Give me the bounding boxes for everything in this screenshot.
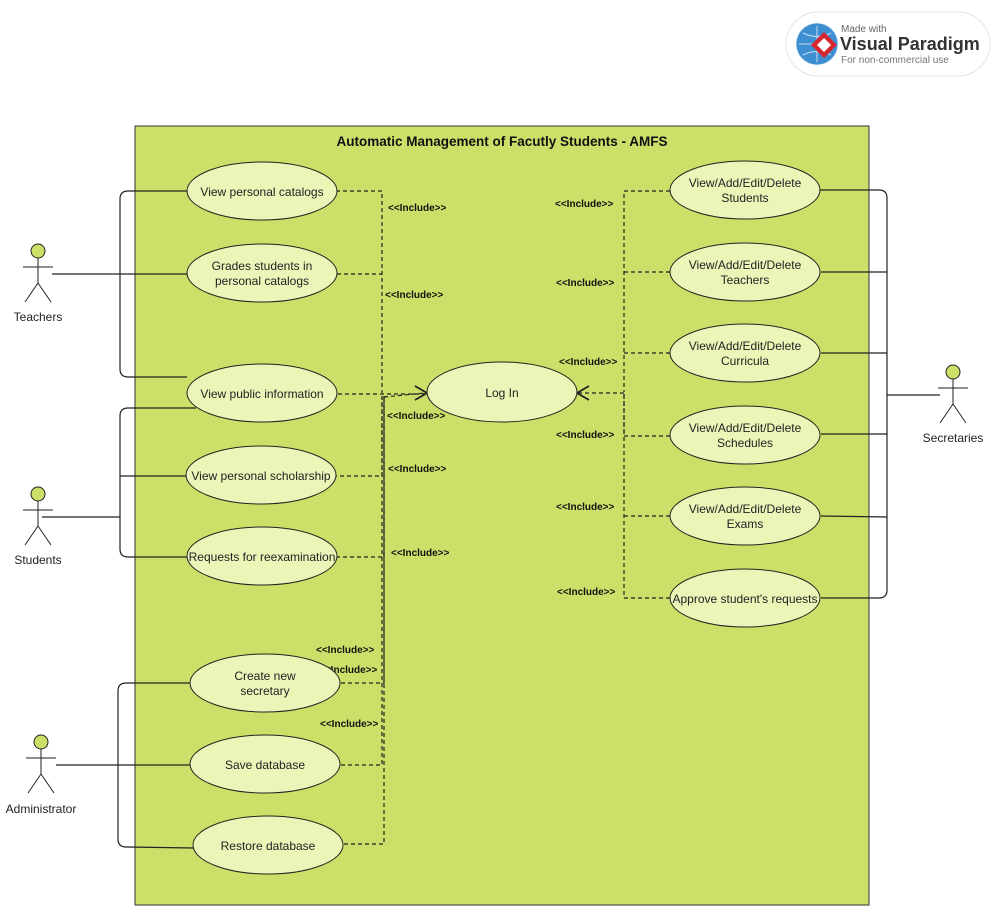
actor-label: Students: [14, 553, 61, 567]
actor-label: Teachers: [14, 310, 63, 324]
include-label: <<Include>>: [556, 502, 615, 513]
usecase-crud-schedules[interactable]: View/Add/Edit/Delete Schedules: [669, 405, 821, 465]
usecase-crud-teachers[interactable]: View/Add/Edit/Delete Teachers: [669, 242, 821, 302]
usecase-label: View/Add/Edit/Delete: [689, 502, 802, 516]
usecase-approve-requests[interactable]: Approve student's requests: [669, 568, 821, 628]
actor-head-icon: [945, 364, 961, 380]
watermark-brand: Visual Paradigm: [840, 34, 980, 54]
include-label: <<Include>>: [316, 645, 375, 656]
usecase-label: Requests for reexamination: [189, 550, 336, 564]
include-label: <<Include>>: [391, 548, 450, 559]
usecase-label: secretary: [240, 684, 289, 698]
usecase-label: Restore database: [221, 839, 316, 853]
usecase-requests-reexamination[interactable]: Requests for reexamination: [186, 526, 338, 586]
usecase-log-in[interactable]: Log In: [426, 361, 578, 423]
include-relations: [333, 190, 670, 845]
usecase-save-database[interactable]: Save database: [189, 734, 341, 794]
watermark-made-with: Made with: [841, 24, 887, 35]
actor-head-icon: [33, 734, 49, 750]
usecase-label: Students: [721, 191, 768, 205]
actor-label: Administrator: [6, 802, 77, 816]
actor-head-icon: [30, 486, 46, 502]
usecase-view-personal-catalogs[interactable]: View personal catalogs: [186, 161, 338, 221]
include-label: <<Include>>: [556, 278, 615, 289]
associations: [42, 189, 940, 849]
usecase-label: Grades students in: [212, 259, 313, 273]
include-label: <<Include>>: [385, 290, 444, 301]
usecase-crud-curricula[interactable]: View/Add/Edit/Delete Curricula: [669, 323, 821, 383]
include-label: <<Include>>: [388, 203, 447, 214]
usecase-label: View/Add/Edit/Delete: [689, 339, 802, 353]
include-label: <<Include>>: [320, 719, 379, 730]
usecase-label: Curricula: [721, 354, 769, 368]
usecase-label: View public information: [200, 387, 323, 401]
usecase-label: View personal scholarship: [191, 469, 331, 483]
usecase-crud-exams[interactable]: View/Add/Edit/Delete Exams: [669, 486, 821, 546]
usecase-restore-database[interactable]: Restore database: [192, 815, 344, 875]
include-label: <<Include>>: [556, 430, 615, 441]
usecase-label: View/Add/Edit/Delete: [689, 421, 802, 435]
include-label: <<Include>>: [559, 357, 618, 368]
include-label: <<Include>>: [319, 665, 378, 676]
usecase-label: Create new: [234, 669, 296, 683]
actor-head-icon: [30, 243, 46, 259]
usecase-label: Exams: [727, 517, 764, 531]
usecase-view-public-information[interactable]: View public information: [186, 363, 338, 423]
visual-paradigm-logo-icon: [795, 22, 839, 66]
include-label: <<Include>>: [388, 464, 447, 475]
usecase-label: View/Add/Edit/Delete: [689, 258, 802, 272]
actor-students[interactable]: Students: [14, 486, 62, 567]
actor-administrator[interactable]: Administrator: [6, 734, 77, 816]
include-label: <<Include>>: [555, 199, 614, 210]
actor-secretaries[interactable]: Secretaries: [923, 364, 984, 445]
usecase-label: View personal catalogs: [200, 185, 323, 199]
usecase-label: Log In: [485, 386, 518, 400]
visual-paradigm-watermark: Made with Visual Paradigm For non-commer…: [785, 11, 991, 77]
usecase-grades-students[interactable]: Grades students in personal catalogs: [186, 243, 338, 303]
actor-label: Secretaries: [923, 431, 984, 445]
usecase-label: personal catalogs: [215, 274, 309, 288]
usecase-view-personal-scholarship[interactable]: View personal scholarship: [185, 445, 337, 505]
usecase-crud-students[interactable]: View/Add/Edit/Delete Students: [669, 160, 821, 220]
watermark-note: For non-commercial use: [841, 55, 949, 66]
usecase-label: Teachers: [721, 273, 770, 287]
usecase-label: Schedules: [717, 436, 773, 450]
include-labels: <<Include>> <<Include>> <<Include>> <<In…: [316, 199, 618, 730]
actor-teachers[interactable]: Teachers: [14, 243, 63, 324]
system-title: Automatic Management of Facutly Students…: [336, 134, 667, 149]
include-label: <<Include>>: [387, 411, 446, 422]
usecase-create-new-secretary[interactable]: Create new secretary: [189, 653, 341, 713]
usecase-label: Save database: [225, 758, 305, 772]
usecase-label: Approve student's requests: [672, 592, 817, 606]
include-label: <<Include>>: [557, 587, 616, 598]
usecase-label: View/Add/Edit/Delete: [689, 176, 802, 190]
